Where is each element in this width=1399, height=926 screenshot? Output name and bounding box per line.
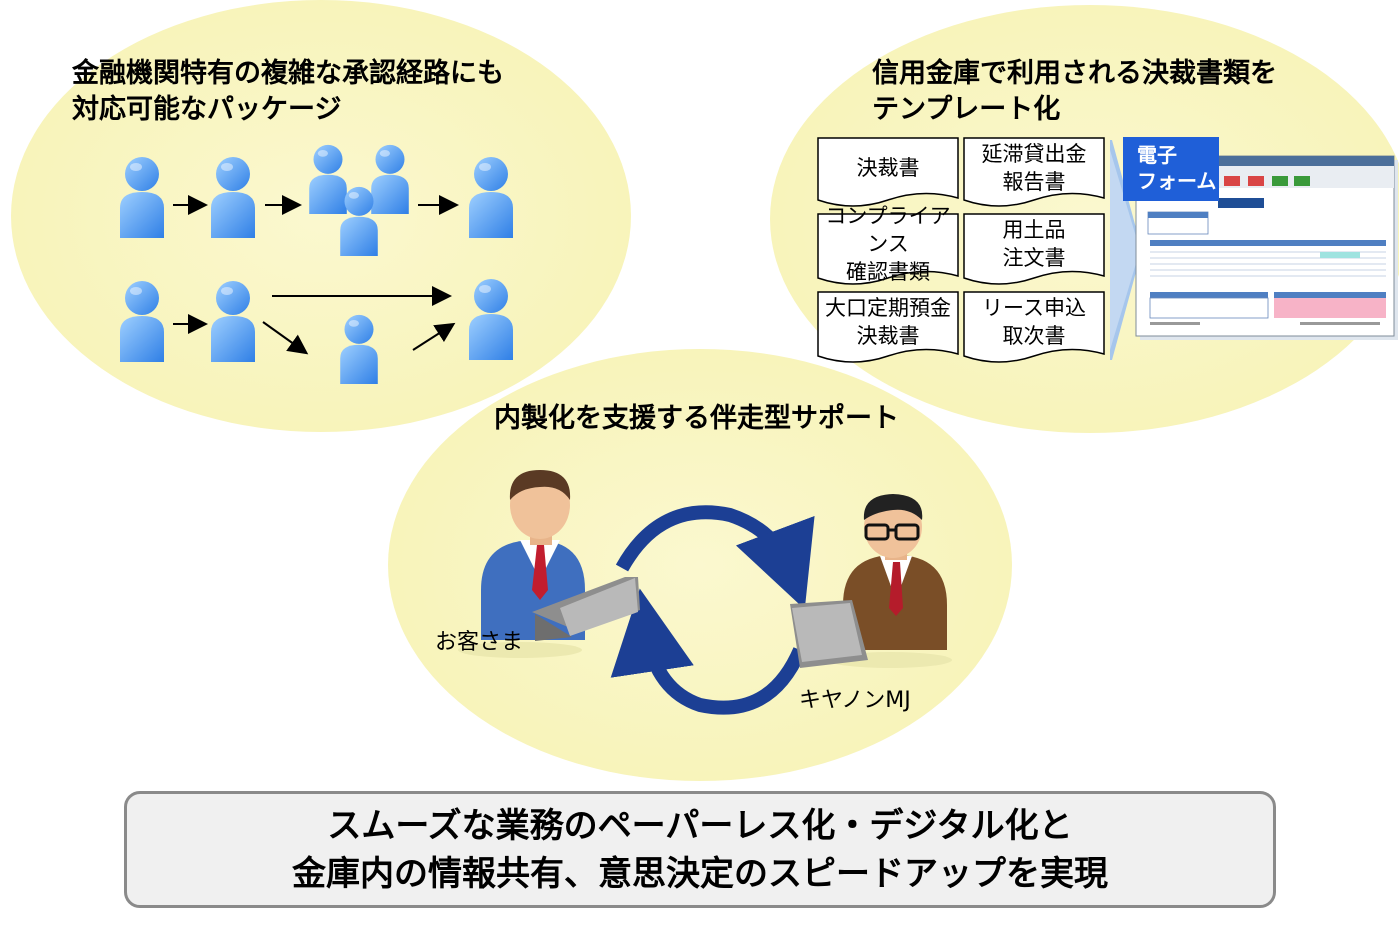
doc-compliance: コンプライアンス 確認書類 — [818, 204, 958, 284]
eform-tag: 電子 フォーム — [1123, 137, 1219, 201]
customer-figure — [458, 470, 640, 658]
template-title-line2: テンプレート化 — [872, 94, 1061, 125]
summary-banner: スムーズな業務のペーパーレス化・デジタル化と 金庫内の情報共有、意思決定のスピー… — [124, 791, 1276, 908]
banner-line1: スムーズな業務のペーパーレス化・デジタル化と — [327, 805, 1073, 846]
doc-line2: 確認書類 — [846, 260, 930, 284]
approval-title: 金融機関特有の複雑な承認経路にも 対応可能なパッケージ — [72, 56, 504, 128]
customer-label: お客さま — [435, 630, 524, 655]
doc-line1: リース申込 — [982, 296, 1086, 320]
person-icon — [340, 314, 378, 384]
banner-line2: 金庫内の情報共有、意思決定のスピードアップを実現 — [292, 853, 1108, 894]
cycle-arrow-bottom — [610, 588, 807, 715]
doc-lease: リース申込 取次書 — [964, 292, 1104, 352]
doc-yodohin: 用土品 注文書 — [964, 214, 1104, 274]
doc-line1: 延滞貸出金 — [981, 142, 1087, 166]
person-icon — [469, 157, 513, 238]
approval-title-line2: 対応可能なパッケージ — [72, 94, 342, 125]
route-arrow — [262, 321, 309, 355]
doc-entai: 延滞貸出金 報告書 — [964, 138, 1104, 198]
doc-kessaisho: 決裁書 — [818, 138, 958, 198]
doc-line1: 決裁書 — [856, 156, 920, 180]
person-icon — [211, 281, 255, 362]
doc-line2: 注文書 — [1002, 246, 1066, 270]
approval-ellipse — [11, 0, 631, 432]
template-title: 信用金庫で利用される決裁書類を テンプレート化 — [872, 56, 1277, 128]
person-icon — [120, 157, 164, 238]
person-icon — [340, 186, 378, 256]
vendor-label: キヤノンMJ — [799, 688, 911, 713]
doc-line2: 決裁書 — [856, 324, 920, 348]
person-icon — [371, 144, 409, 214]
doc-line1: 用土品 — [1002, 218, 1066, 242]
person-icon — [309, 144, 347, 214]
approval-title-line1: 金融機関特有の複雑な承認経路にも — [72, 58, 504, 89]
support-title: 内製化を支援する伴走型サポート — [494, 403, 899, 434]
vendor-figure — [790, 494, 952, 668]
doc-oguchi: 大口定期預金 決裁書 — [818, 292, 958, 352]
cycle-arrow-top — [615, 505, 815, 610]
person-icon — [120, 281, 164, 362]
route-arrow — [412, 322, 456, 351]
template-title-line1: 信用金庫で利用される決裁書類を — [872, 58, 1277, 89]
person-icon — [469, 279, 513, 360]
doc-line1: コンプライアンス — [825, 204, 951, 256]
eform-tag-line2: フォーム — [1137, 169, 1217, 193]
doc-line2: 報告書 — [1002, 170, 1066, 194]
doc-line1: 大口定期預金 — [825, 296, 951, 320]
doc-line2: 取次書 — [1002, 324, 1066, 348]
document-frames — [817, 137, 1105, 363]
eform-tag-line1: 電子 — [1137, 143, 1177, 167]
person-icon — [211, 157, 255, 238]
